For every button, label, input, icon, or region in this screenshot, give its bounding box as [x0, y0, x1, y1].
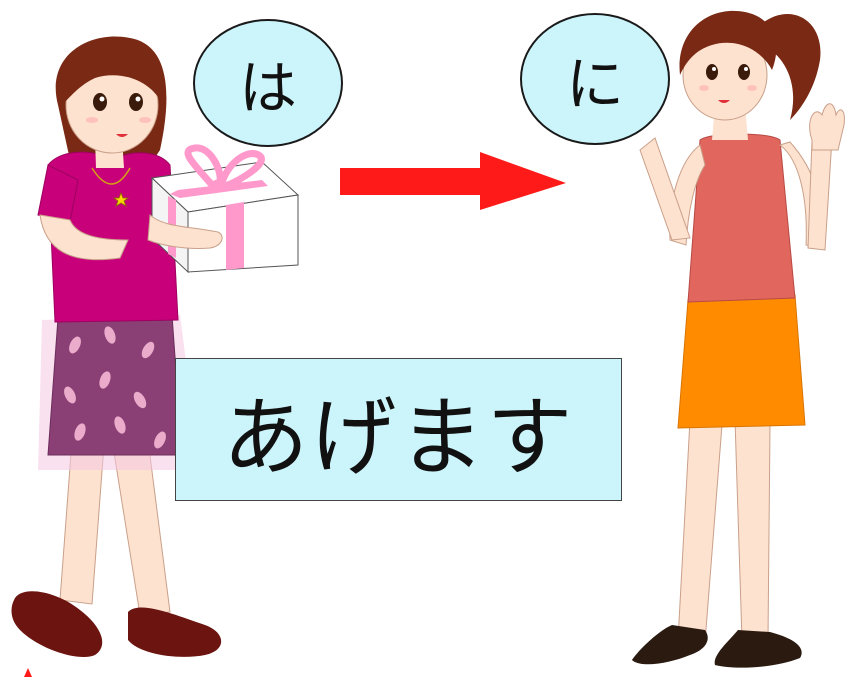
receiver-top — [687, 133, 796, 303]
particle-wa-label: は — [238, 54, 297, 122]
giver-left-shoe — [11, 591, 103, 658]
corner-mark — [24, 668, 32, 677]
receiver-waving-hand — [809, 103, 845, 151]
giver-right-shoe — [128, 607, 222, 657]
receiver-skirt — [677, 294, 806, 429]
gift-box-icon — [150, 144, 300, 274]
giver-mouth — [116, 134, 128, 137]
giver-woman — [11, 36, 222, 658]
receiver-left-shoe — [632, 625, 708, 665]
giver-bangs — [61, 44, 162, 105]
receiver-left-leg — [677, 419, 723, 643]
receiver-hair — [679, 10, 777, 75]
receiver-right-shoe — [714, 630, 802, 668]
verb-label: あげます — [222, 388, 575, 488]
particle-ni-label: に — [565, 50, 624, 118]
star-pendant-icon — [112, 191, 130, 207]
giver-eyes — [93, 93, 143, 111]
giver-necklace — [91, 167, 131, 185]
giver-skirt-pattern — [64, 326, 166, 449]
right-arrow-icon — [340, 152, 566, 210]
receiver-left-forearm — [639, 137, 691, 241]
receiver-eyes — [706, 64, 750, 80]
giver-left-arm — [39, 214, 129, 261]
particle-bubble-ni: に — [520, 13, 670, 145]
receiver-mouth — [718, 100, 730, 103]
giver-right-arm — [147, 213, 223, 249]
verb-box: あげます — [175, 358, 622, 501]
particle-bubble-wa: は — [193, 19, 343, 147]
receiver-right-leg — [734, 419, 771, 641]
receiver-woman — [632, 10, 845, 668]
receiver-right-forearm — [807, 137, 833, 251]
